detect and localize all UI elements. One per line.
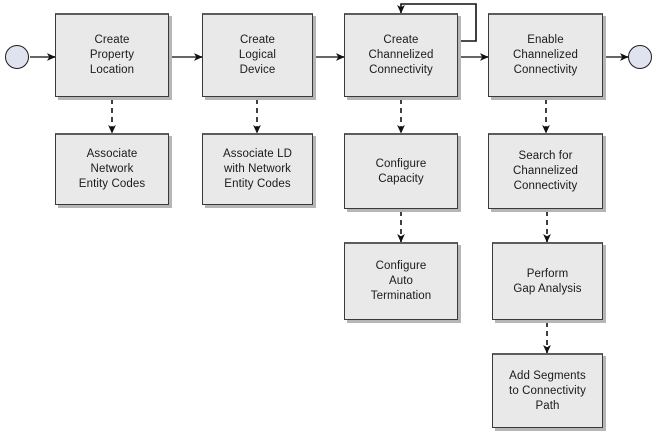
start-node[interactable] — [5, 45, 29, 69]
node-create-property-location[interactable]: Create Property Location — [55, 13, 169, 97]
end-node[interactable] — [628, 45, 652, 69]
node-configure-auto-termination[interactable]: Configure Auto Termination — [344, 242, 458, 320]
node-create-logical-device[interactable]: Create Logical Device — [202, 13, 313, 97]
node-enable-channelized-connectivity[interactable]: Enable Channelized Connectivity — [488, 13, 603, 97]
node-search-for-channelized-connectivity[interactable]: Search for Channelized Connectivity — [488, 133, 603, 209]
node-configure-capacity[interactable]: Configure Capacity — [344, 133, 458, 209]
node-associate-network-entity-codes[interactable]: Associate Network Entity Codes — [55, 133, 169, 205]
node-create-channelized-connectivity[interactable]: Create Channelized Connectivity — [344, 13, 458, 97]
node-perform-gap-analysis[interactable]: Perform Gap Analysis — [492, 242, 603, 320]
node-associate-ld-with-network-entity-codes[interactable]: Associate LD with Network Entity Codes — [202, 133, 313, 205]
node-add-segments-to-connectivity-path[interactable]: Add Segments to Connectivity Path — [492, 353, 603, 428]
